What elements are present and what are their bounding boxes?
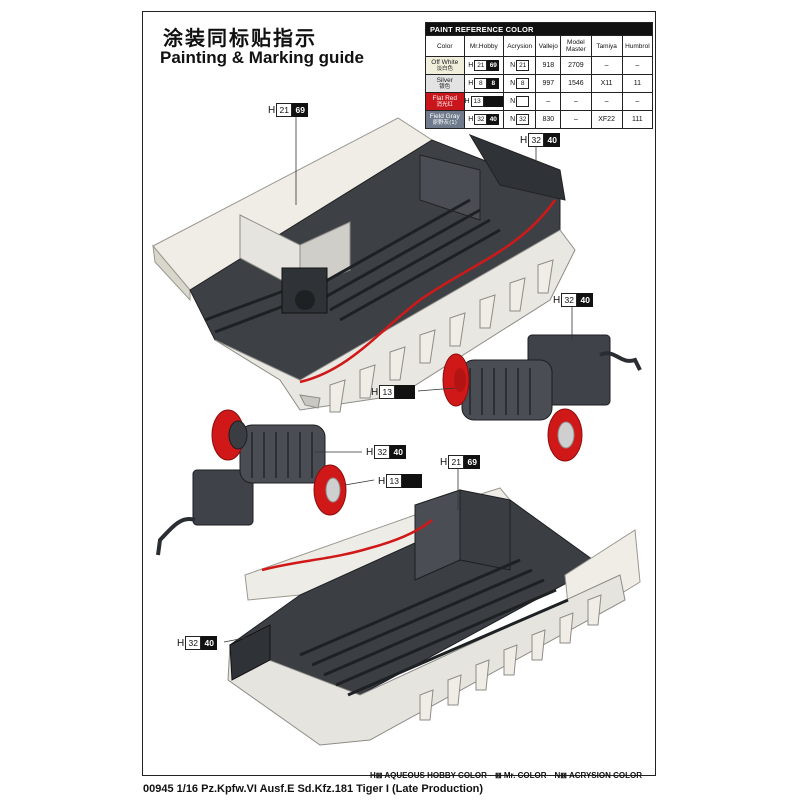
upper-hull-drawing — [152, 117, 576, 413]
leader-lines — [223, 115, 573, 643]
page-title: Painting & Marking guide — [160, 48, 365, 67]
paint-brand-legend: H⊠ AQUEOUS HOBBY COLOR ⊠ Mr. COLOR N⊠ AC… — [370, 771, 642, 780]
callout-field-gray-right-assembly: H 32 40 — [553, 293, 594, 307]
kit-title-footer: 00945 1/16 Pz.Kpfw.VI Ausf.E Sd.Kfz.181 … — [143, 783, 484, 795]
legend-aqueous: H⊠ AQUEOUS HOBBY COLOR — [370, 771, 487, 780]
humbrol-cell: 111 — [621, 110, 654, 129]
page-title-chinese: 涂装同标贴指示 — [163, 26, 317, 50]
callout-field-gray-left-assembly: H 32 40 — [366, 445, 407, 459]
legend-mr-color: ⊠ Mr. COLOR — [494, 771, 547, 780]
tamiya-cell: XF22 — [590, 110, 623, 129]
table-header-row: Color Mr.Hobby Acrysion Vallejo Model Ma… — [425, 35, 654, 57]
right-drive-assembly-drawing — [442, 334, 642, 462]
callout-field-gray-lower: H 32 40 — [177, 636, 218, 650]
paint-reference-table: PAINT REFERENCE COLOR Color Mr.Hobby Acr… — [425, 22, 654, 129]
left-drive-assembly-drawing — [156, 409, 347, 556]
page-frame — [142, 11, 656, 776]
callout-off-white-lower: H 21 69 — [440, 455, 481, 469]
legend-acrysion: N⊠ ACRYSION COLOR — [554, 771, 642, 780]
callout-flat-red-right-assembly: H 13 — [371, 385, 416, 399]
callout-off-white-upper: H 21 69 — [268, 103, 309, 117]
column-header: Acrysion — [503, 35, 537, 57]
callout-field-gray-upper: H 32 40 — [520, 133, 561, 147]
lower-hull-drawing — [227, 487, 641, 746]
callout-flat-red-left-assembly: H 13 — [378, 474, 423, 488]
